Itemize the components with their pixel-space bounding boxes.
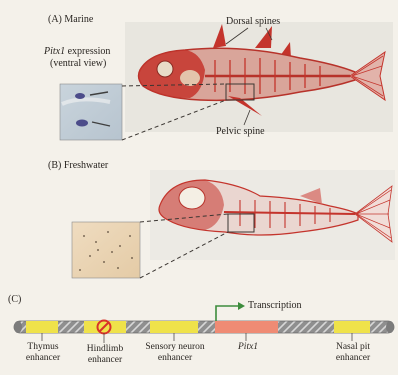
marine-fish-image [125,22,393,132]
thymus-enhancer-label: Thymus enhancer [22,342,64,364]
panel-b-label: (B) Freshwater [48,160,108,171]
dorsal-spines-label: Dorsal spines [226,16,280,27]
sensory-neuron-enhancer-block [150,321,198,333]
expression-text: expression [65,46,110,57]
thymus-line1: Thymus [22,342,64,353]
nasal-line2: enhancer [328,353,378,364]
pitx1-staining-spot [76,120,88,127]
pitx1-gene-label: Pitx1 [238,342,258,353]
pelvic-spine-label: Pelvic spine [216,126,265,137]
hindlimb-line1: Hindlimb [80,344,130,355]
thymus-line2: enhancer [22,353,64,364]
sensory-line2: enhancer [142,353,208,364]
transcription-arrow-icon [216,302,245,321]
dna-diagram [14,302,394,343]
pitx1-gene-block [215,321,278,333]
sensory-line1: Sensory neuron [142,342,208,353]
nasal-pit-enhancer-label: Nasal pit enhancer [328,342,378,364]
pitx1-staining-spot [75,93,85,99]
transcription-label: Transcription [248,300,302,311]
gene-name: Pitx1 [44,46,65,57]
sensory-neuron-enhancer-label: Sensory neuron enhancer [142,342,208,364]
nasal-line1: Nasal pit [328,342,378,353]
pitx1-expression-label: Pitx1 expression [44,46,110,57]
thymus-enhancer-block [26,321,58,333]
hindlimb-enhancer-label: Hindlimb enhancer [80,344,130,366]
panel-a-label: (A) Marine [48,14,93,25]
ventral-view-label: (ventral view) [50,58,106,69]
panel-c-label: (C) [8,294,21,305]
marine-pitx1-inset [60,84,122,140]
freshwater-pitx1-inset [72,222,140,278]
freshwater-fish-image [150,170,395,260]
hindlimb-line2: enhancer [80,355,130,366]
nasal-pit-enhancer-block [334,321,370,333]
